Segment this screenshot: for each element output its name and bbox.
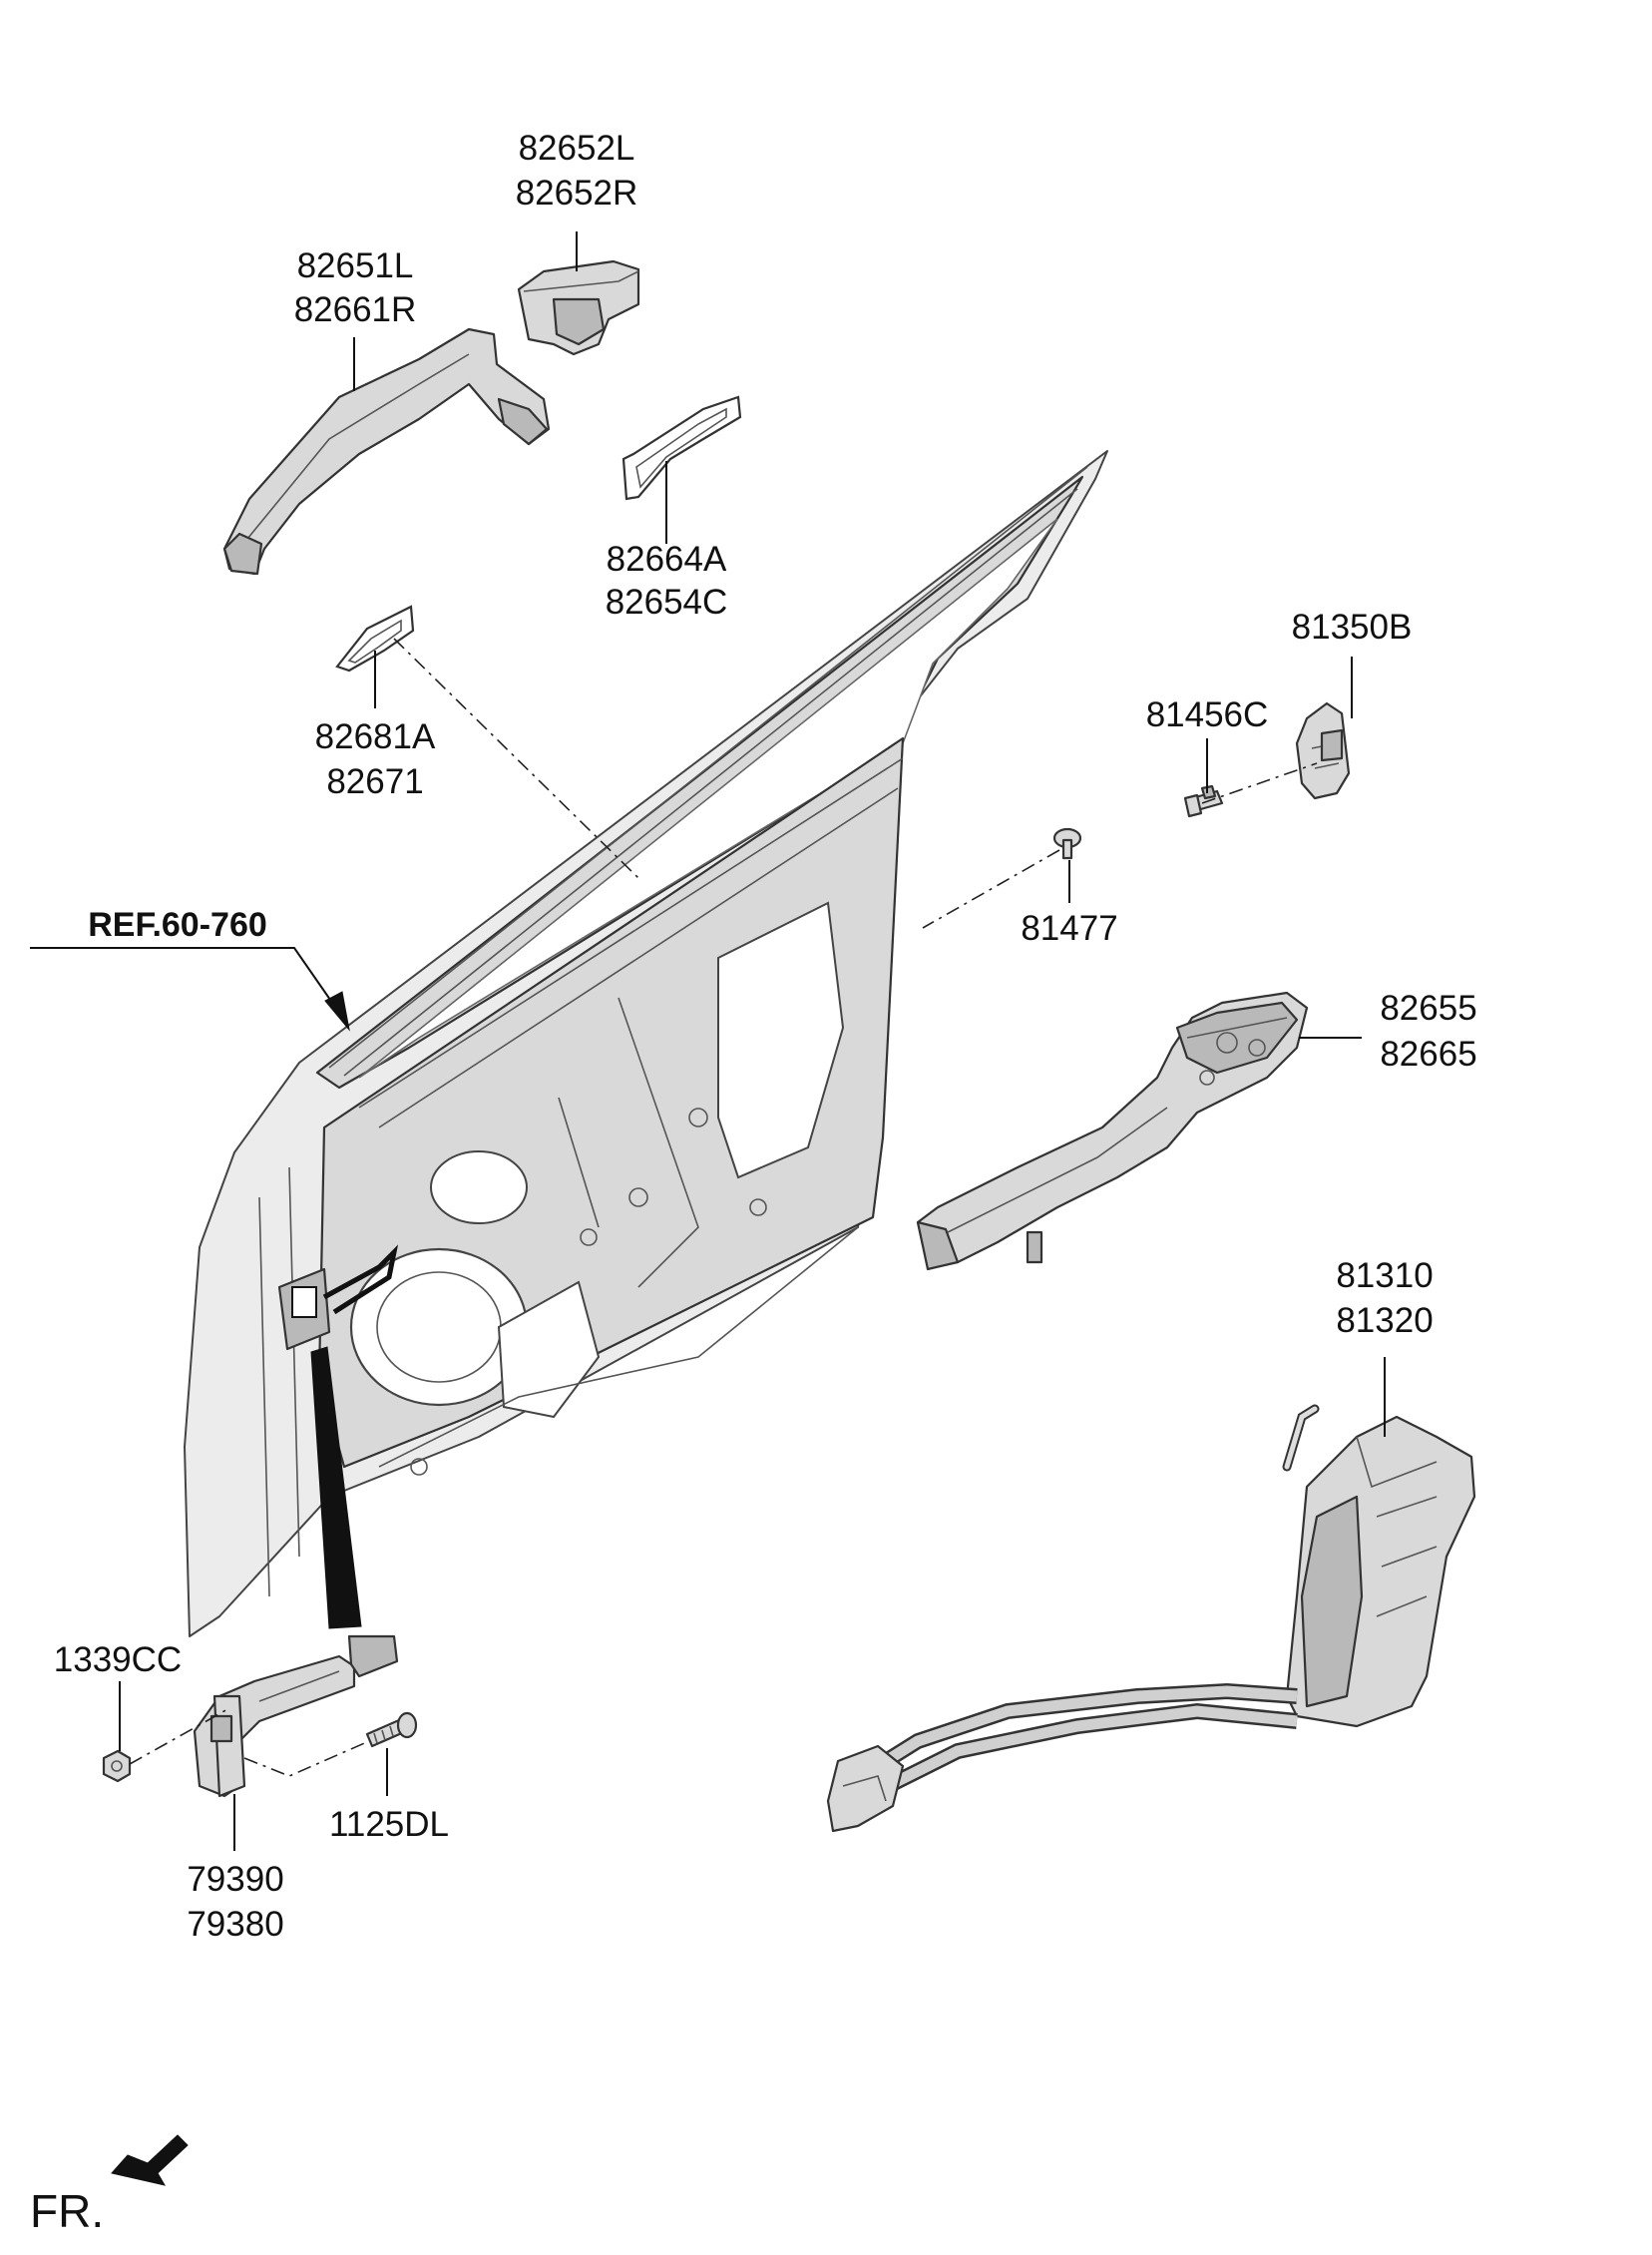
label-handle-pad-1: 82664A xyxy=(607,540,727,579)
label-handle-cover-2: 82652R xyxy=(516,174,638,213)
label-handle-pad-2: 82654C xyxy=(606,583,728,622)
door-striker xyxy=(1295,701,1351,800)
handle-bracket xyxy=(916,991,1309,1271)
label-handle-bracket-2: 82665 xyxy=(1380,1035,1476,1074)
label-handle-cover-1: 82652L xyxy=(519,129,635,168)
label-striker-screw: 81456C xyxy=(1146,695,1269,734)
label-striker: 81350B xyxy=(1292,608,1413,647)
front-arrow-icon xyxy=(111,2134,189,2186)
cover-gasket xyxy=(335,605,415,673)
front-direction-indicator: FR. xyxy=(30,2134,189,2237)
direction-label: FR. xyxy=(30,2185,104,2237)
label-cover-pad-1: 82681A xyxy=(315,717,436,756)
door-checker xyxy=(193,1634,399,1798)
label-latch-1: 81310 xyxy=(1336,1256,1433,1295)
reference-label: REF.60-760 xyxy=(88,906,267,944)
clip xyxy=(1052,827,1082,860)
label-checker-2: 79380 xyxy=(187,1905,283,1944)
label-bolt: 1125DL xyxy=(329,1805,449,1844)
part-labels: 82651L 82661R 82652L 82652R 82664A 82654… xyxy=(54,129,1477,1944)
leader-lines xyxy=(30,231,1386,1851)
bolt xyxy=(365,1711,418,1748)
door-latch xyxy=(826,1404,1476,1833)
label-outer-handle-2: 82661R xyxy=(294,290,417,329)
label-cover-pad-2: 82671 xyxy=(326,762,423,801)
label-checker-1: 79390 xyxy=(187,1860,283,1899)
checker-mount-pointer xyxy=(310,1346,362,1629)
handle-cover xyxy=(517,259,640,356)
striker-screw xyxy=(1183,784,1224,818)
label-nut: 1339CC xyxy=(54,1640,182,1679)
label-clip: 81477 xyxy=(1021,909,1117,948)
label-latch-2: 81320 xyxy=(1336,1301,1433,1340)
nut xyxy=(102,1749,132,1783)
label-handle-bracket-1: 82655 xyxy=(1380,989,1476,1028)
assembly-lines xyxy=(129,638,1318,1777)
label-outer-handle-1: 82651L xyxy=(297,246,414,285)
outside-door-handle xyxy=(222,327,551,576)
checker-mount-bracket xyxy=(277,1244,399,1351)
handle-gasket xyxy=(621,395,742,501)
door-panel xyxy=(184,450,1108,1637)
